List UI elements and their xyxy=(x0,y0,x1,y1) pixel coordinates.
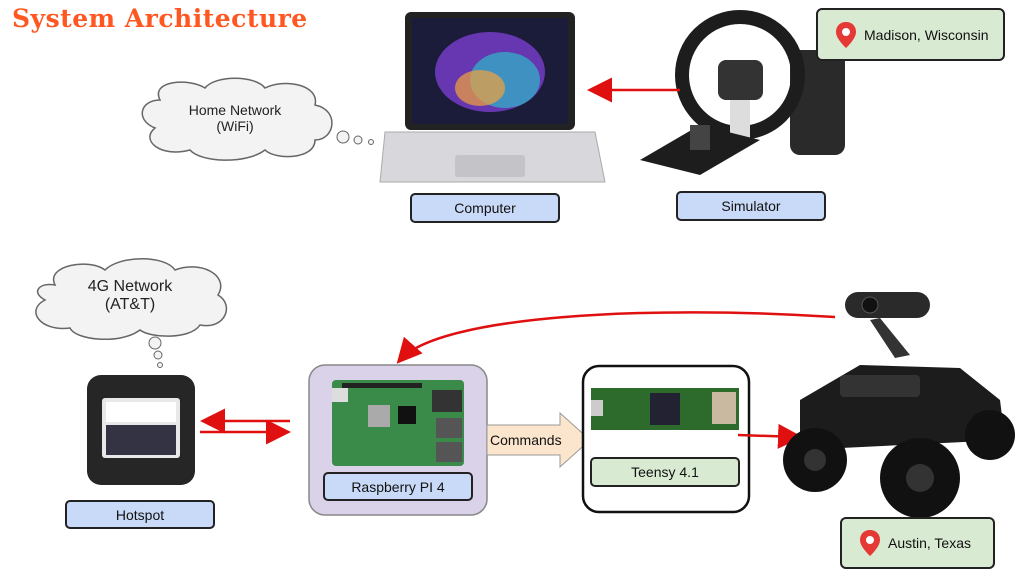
hotspot-device-image xyxy=(87,375,195,485)
madison-location-box: Madison, Wisconsin xyxy=(816,8,1005,61)
home-network-cloud xyxy=(141,77,374,161)
camera-to-pi-arrow xyxy=(396,311,836,364)
map-pin-icon xyxy=(836,21,856,48)
page-title: System Architecture xyxy=(12,4,308,33)
teensy-board-image xyxy=(591,388,739,430)
teensy-to-car-arrow xyxy=(737,423,803,449)
laptop-image xyxy=(379,12,606,183)
teensy-container xyxy=(581,364,751,514)
webcam-image xyxy=(845,292,930,358)
simulator-label: Simulator xyxy=(676,191,826,221)
computer-label: Computer xyxy=(410,193,560,223)
steering-wheel-simulator-image xyxy=(640,10,845,175)
4g-network-line1: 4G Network xyxy=(87,278,173,295)
hotspot-label: Hotspot xyxy=(65,500,215,529)
4g-network-label: 4G Network (AT&T) xyxy=(50,278,210,314)
teensy-label: Teensy 4.1 xyxy=(590,457,740,487)
austin-location-text: Austin, Texas xyxy=(888,535,972,551)
4g-network-cloud xyxy=(35,258,228,368)
raspberry-pi-board-image xyxy=(332,380,464,466)
4g-network-line2: (AT&T) xyxy=(104,296,156,313)
home-network-line2: (WiFi) xyxy=(216,118,254,134)
raspberry-pi-label: Raspberry PI 4 xyxy=(323,472,473,501)
commands-label: Commands xyxy=(490,432,562,448)
rc-car-image xyxy=(783,365,1015,518)
austin-location-box: Austin, Texas xyxy=(840,517,995,569)
home-network-label: Home Network (WiFi) xyxy=(165,102,305,134)
commands-arrow xyxy=(486,411,591,469)
home-network-line1: Home Network xyxy=(188,102,282,118)
madison-location-text: Madison, Wisconsin xyxy=(864,26,989,43)
map-pin-icon xyxy=(860,530,880,556)
